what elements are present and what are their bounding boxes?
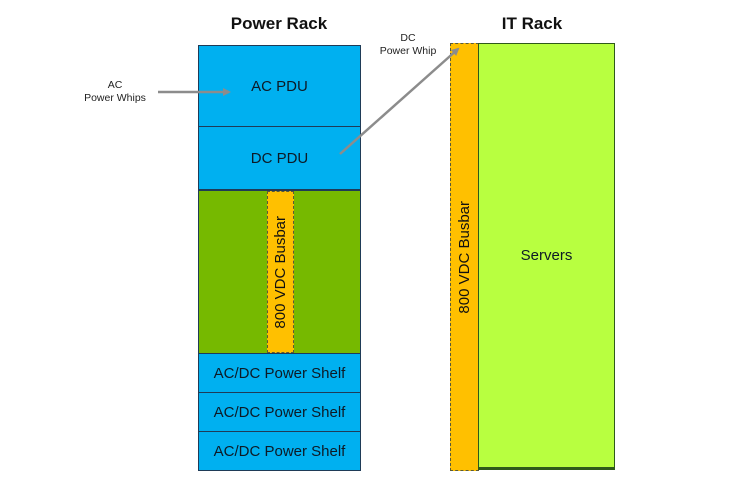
power-shelf: AC/DC Power Shelf bbox=[198, 392, 361, 432]
dc-power-whip-arrow bbox=[339, 47, 460, 155]
ac-pdu-label: AC PDU bbox=[251, 77, 308, 95]
power-rack-title: Power Rack bbox=[230, 14, 328, 33]
power-shelf: AC/DC Power Shelf bbox=[198, 353, 361, 393]
ac-pdu: AC PDU bbox=[198, 45, 361, 127]
power-shelf: AC/DC Power Shelf bbox=[198, 431, 361, 471]
power-shelf-label: AC/DC Power Shelf bbox=[213, 403, 346, 421]
servers: Servers bbox=[478, 43, 615, 470]
power-rack-busbar-section: 800 VDC Busbar bbox=[198, 190, 361, 354]
power-shelf-label: AC/DC Power Shelf bbox=[213, 442, 346, 460]
servers-label: Servers bbox=[520, 247, 573, 264]
power-rack-busbar: 800 VDC Busbar bbox=[267, 191, 294, 353]
ac-power-whips-label: AC Power Whips bbox=[84, 79, 146, 104]
power-shelf-label: AC/DC Power Shelf bbox=[213, 364, 346, 382]
it-rack-title: IT Rack bbox=[501, 14, 563, 33]
power-rack: AC PDU DC PDU 800 VDC Busbar AC/DC Power… bbox=[198, 45, 361, 471]
dc-power-whip-label: DC Power Whip bbox=[379, 32, 437, 57]
dc-pdu-label: DC PDU bbox=[250, 149, 309, 167]
dc-pdu: DC PDU bbox=[198, 126, 361, 190]
